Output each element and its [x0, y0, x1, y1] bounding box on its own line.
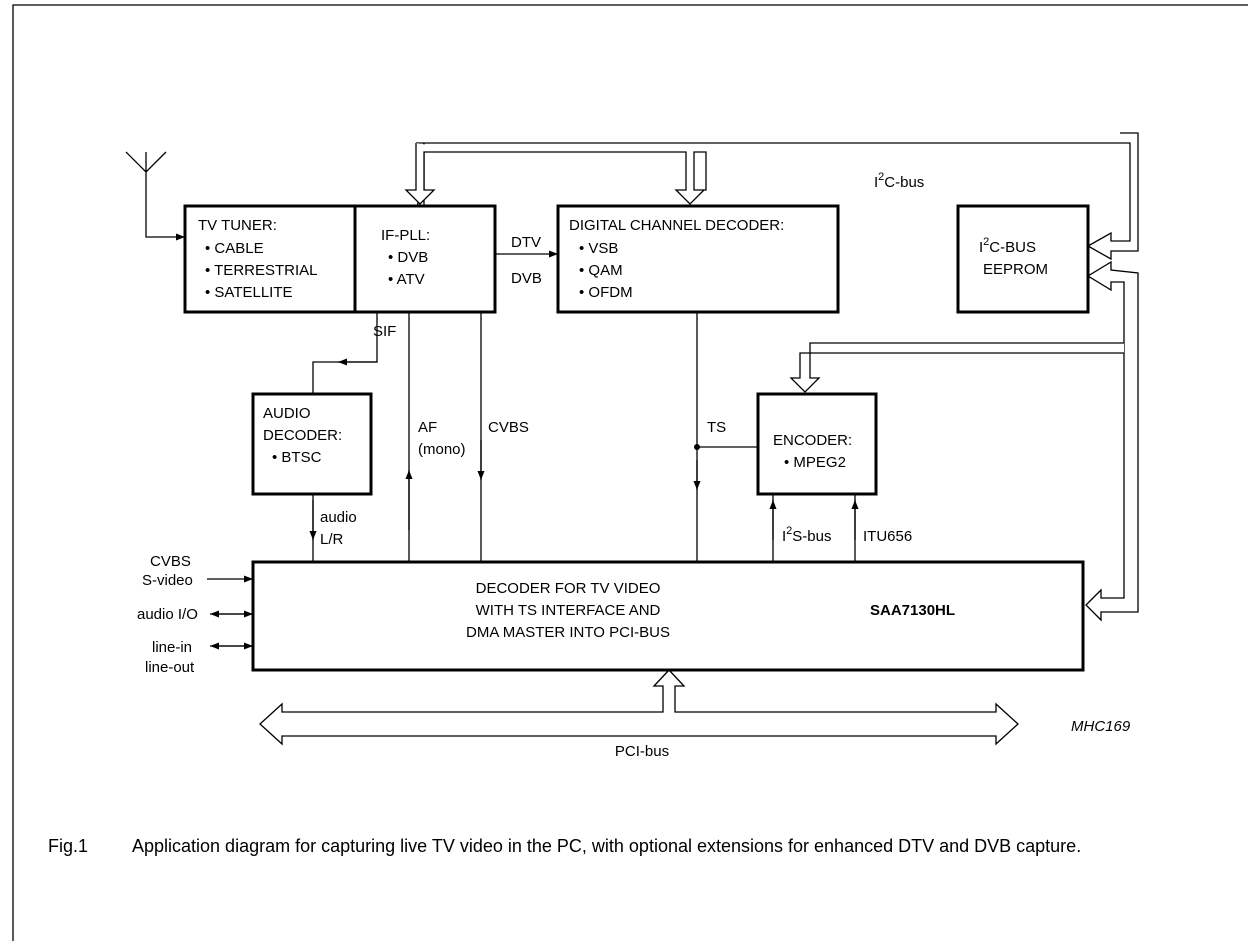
saa-line: DMA MASTER INTO PCI-BUS — [466, 624, 670, 641]
svideo-in-label: S-video — [142, 572, 193, 589]
itu656-label: ITU656 — [863, 528, 912, 545]
audio-label: audio — [320, 509, 357, 526]
line-in-label: line-in — [152, 639, 192, 656]
dcd-title: DIGITAL CHANNEL DECODER: — [569, 217, 784, 234]
audio-decoder-block — [251, 392, 373, 496]
pci-bus — [259, 669, 1019, 746]
encoder-block — [756, 392, 878, 496]
af-label: AF — [418, 419, 437, 436]
cvbs-in-label: CVBS — [150, 553, 191, 570]
ts-label: TS — [707, 419, 726, 436]
audio-decoder-item: • BTSC — [272, 449, 322, 466]
dcd-item: • OFDM — [579, 284, 633, 301]
dcd-item: • VSB — [579, 240, 618, 257]
tv-tuner-title: TV TUNER: — [198, 217, 277, 234]
saa-line: DECODER FOR TV VIDEO — [476, 580, 661, 597]
i2c-eeprom-block — [956, 204, 1090, 314]
tv-tuner-item: • CABLE — [205, 240, 264, 257]
encoder-bus-branch — [789, 342, 1124, 393]
figure-number: Fig.1 — [48, 836, 89, 856]
eeprom-line1: I2C-BUS — [979, 236, 1036, 256]
audio-io-label: audio I/O — [137, 606, 198, 623]
cvbs-label: CVBS — [488, 419, 529, 436]
dvb-label: DVB — [511, 270, 542, 287]
antenna-icon — [125, 151, 185, 237]
if-pll-item: • ATV — [388, 271, 425, 288]
tv-tuner-item: • SATELLITE — [205, 284, 293, 301]
line-out-label: line-out — [145, 659, 195, 676]
audio-decoder-line2: DECODER: — [263, 427, 342, 444]
i2c-label: I2C-bus — [874, 171, 924, 191]
sif-label: SIF — [373, 323, 396, 340]
sif-wire — [312, 312, 378, 394]
encoder-title: ENCODER: — [773, 432, 852, 449]
figure-code: MHC169 — [1071, 718, 1131, 735]
figure-caption-text: Application diagram for capturing live T… — [132, 836, 1082, 856]
saa-part-number: SAA7130HL — [870, 602, 955, 619]
digital-channel-decoder-block — [556, 204, 840, 314]
i2c-drop-ifpll — [404, 143, 707, 205]
lr-label: L/R — [320, 531, 344, 548]
dcd-item: • QAM — [579, 262, 623, 279]
encoder-bus — [1085, 260, 1139, 622]
saa-line: WITH TS INTERFACE AND — [476, 602, 661, 619]
encoder-item: • MPEG2 — [784, 454, 846, 471]
ts-wire — [696, 312, 758, 562]
page-frame — [12, 4, 1248, 941]
if-pll-item: • DVB — [388, 249, 428, 266]
dtv-label: DTV — [511, 234, 541, 251]
tv-tuner-item: • TERRESTRIAL — [205, 262, 318, 279]
eeprom-line2: EEPROM — [983, 261, 1048, 278]
if-pll-block — [353, 204, 497, 314]
i2s-label: I2S-bus — [782, 525, 831, 545]
pci-bus-label: PCI-bus — [615, 743, 669, 760]
if-pll-title: IF-PLL: — [381, 227, 430, 244]
saa7130-block — [251, 560, 1085, 672]
audio-decoder-line1: AUDIO — [263, 405, 311, 422]
af-mono-label: (mono) — [418, 441, 466, 458]
